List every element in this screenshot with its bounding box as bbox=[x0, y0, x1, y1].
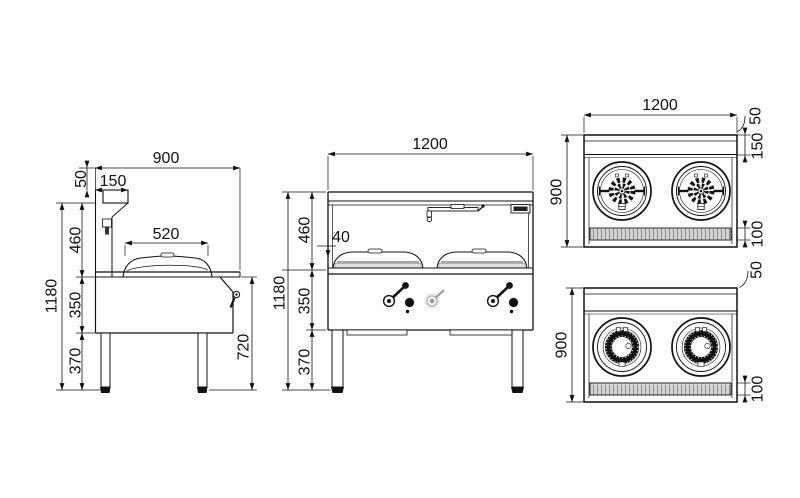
jet-burner-right bbox=[671, 161, 731, 221]
front-structure bbox=[327, 191, 534, 393]
dim-top-jet-width: 1200 bbox=[642, 97, 678, 114]
top-ring-dimensions: 50 900 100 bbox=[554, 261, 767, 403]
side-dimensions: 900 50 150 460 350 370 1180 520 bbox=[44, 150, 257, 391]
dim-top-ring-depth: 900 bbox=[554, 332, 571, 359]
leg bbox=[331, 329, 344, 388]
ring-burner-left bbox=[592, 317, 652, 377]
dim-side-worktop-height: 720 bbox=[236, 334, 253, 361]
leg bbox=[197, 332, 208, 388]
adjustable-foot bbox=[100, 387, 111, 393]
burner-knob bbox=[404, 297, 415, 308]
dim-top-ring-cap: 50 bbox=[749, 261, 766, 279]
dim-front-upper-height: 460 bbox=[297, 217, 314, 244]
swing-faucet bbox=[426, 204, 485, 223]
faucet-spout bbox=[105, 226, 109, 235]
top-jet-dimensions: 1200 900 50 150 100 bbox=[549, 97, 767, 248]
wok-ring-side bbox=[122, 252, 213, 278]
front-view: 1200 460 350 370 1180 40 bbox=[272, 136, 534, 393]
leg bbox=[100, 332, 111, 388]
leg bbox=[511, 329, 524, 388]
dim-front-rim-offset: 40 bbox=[332, 229, 350, 246]
top-view-ring: 50 900 100 bbox=[554, 261, 767, 403]
dim-side-total-height: 1180 bbox=[44, 279, 61, 314]
front-dimensions: 1200 460 350 370 1180 40 bbox=[272, 136, 534, 391]
faucet-clamp bbox=[450, 204, 465, 209]
wok-ring-left bbox=[332, 248, 424, 269]
control-knob-right bbox=[486, 282, 519, 314]
faucet-side bbox=[102, 218, 112, 235]
adjustable-foot bbox=[197, 387, 208, 393]
side-view: 900 50 150 460 350 370 1180 520 bbox=[44, 150, 257, 393]
drain-grate bbox=[589, 227, 732, 241]
dim-top-jet-drain: 100 bbox=[750, 221, 767, 248]
jet-burner-left bbox=[592, 161, 652, 221]
top-jet-structure bbox=[583, 134, 738, 248]
dim-side-depth: 900 bbox=[153, 150, 180, 167]
pilot-knob bbox=[424, 289, 445, 309]
dim-side-upper-height: 460 bbox=[68, 227, 85, 254]
burner-knob bbox=[508, 297, 519, 308]
dim-top-jet-cap: 50 bbox=[748, 107, 765, 125]
splashback-cap bbox=[102, 189, 129, 204]
adjustable-foot bbox=[511, 387, 524, 393]
faucet-nozzle bbox=[426, 216, 432, 223]
dim-side-wok-width: 520 bbox=[153, 226, 180, 243]
igniter bbox=[697, 361, 705, 367]
dim-front-total-height: 1180 bbox=[272, 276, 289, 311]
wok-ring-right bbox=[436, 248, 528, 269]
cabinet-side bbox=[94, 276, 234, 334]
adjustable-foot bbox=[331, 387, 344, 393]
dim-front-leg-height: 370 bbox=[297, 349, 314, 376]
dim-top-jet-back-depth: 150 bbox=[750, 133, 767, 160]
dim-side-body-height: 350 bbox=[68, 292, 85, 319]
dim-side-leg-height: 370 bbox=[68, 348, 85, 375]
top-view-jet: 1200 900 50 150 100 bbox=[549, 97, 767, 248]
dim-front-body-height: 350 bbox=[297, 288, 314, 315]
dim-top-ring-drain: 100 bbox=[750, 376, 767, 403]
dim-top-jet-depth: 900 bbox=[549, 179, 566, 206]
gas-valve-side bbox=[229, 290, 241, 308]
side-structure bbox=[94, 168, 241, 393]
dim-side-cap-height: 50 bbox=[73, 170, 90, 188]
ring-burner-right bbox=[671, 317, 731, 377]
drain-grate bbox=[589, 382, 732, 396]
nameplate bbox=[510, 204, 531, 214]
dim-side-cap-depth: 150 bbox=[100, 173, 127, 190]
top-ring-structure bbox=[583, 287, 738, 403]
igniter bbox=[618, 361, 626, 367]
dim-front-width: 1200 bbox=[412, 136, 448, 153]
control-knob-left bbox=[382, 282, 415, 314]
